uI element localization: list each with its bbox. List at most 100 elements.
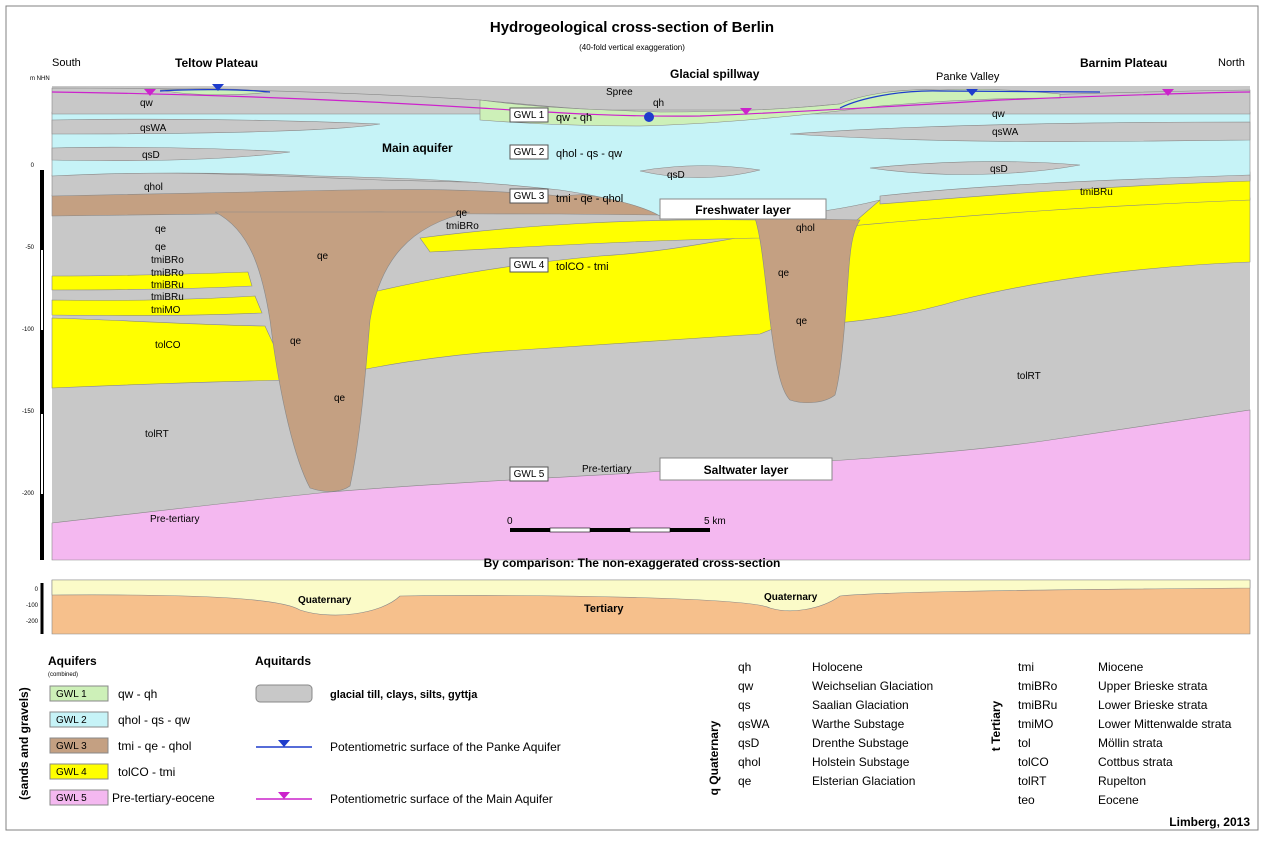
tmibru-layer (51, 271, 253, 291)
direction-south: South (52, 57, 81, 69)
label-qw-right: qw (992, 109, 1006, 120)
figure-title: Hydrogeological cross-section of Berlin (490, 19, 774, 36)
legend-aquitards-title: Aquitards (255, 654, 311, 668)
qe-channel-left (214, 211, 471, 492)
label-qhol-left: qhol (144, 182, 163, 193)
legend-aquifer-1-box: GWL 1 (56, 689, 87, 700)
gwl-1-tag-text: qw - qh (556, 112, 592, 124)
label-tmimo-left: tmiMO (151, 305, 181, 316)
gwl-4-tag-text: tolCO - tmi (556, 261, 609, 273)
legend-aquifer-5-text: Pre-tertiary-eocene (112, 791, 215, 805)
gwl-4-tag-box: GWL 4 (514, 260, 545, 271)
legend-aquifers-sub: (combined) (48, 672, 78, 678)
axis-tick-200: -200 (22, 491, 35, 497)
tertiary-name-8: Eocene (1098, 793, 1139, 807)
comparison-tick-0: 0 (35, 587, 39, 593)
place-teltow-plateau: Teltow Plateau (175, 56, 258, 70)
tertiary-code-1: tmi (1018, 660, 1034, 674)
comparison-tick-200: -200 (26, 619, 39, 625)
legend-tertiary-title: t Tertiary (989, 700, 1003, 751)
quaternary-name-7: Elsterian Glaciation (812, 774, 915, 788)
axis-tick-100: -100 (22, 327, 35, 333)
tmibru-right-lens (879, 174, 1251, 205)
legend-panke-text: Potentiometric surface of the Panke Aqui… (330, 740, 561, 754)
scale-bar: 0 5 km (507, 516, 726, 533)
tertiary-name-1: Miocene (1098, 660, 1144, 674)
quaternary-name-4: Warthe Substage (812, 717, 905, 731)
tertiary-code-8: teo (1018, 793, 1035, 807)
legend-aquifer-5-box: GWL 5 (56, 793, 87, 804)
legend-main-text: Potentiometric surface of the Main Aquif… (330, 792, 553, 806)
tertiary-name-6: Cottbus strata (1098, 755, 1173, 769)
legend-aquitard-text: glacial till, clays, silts, gyttja (330, 689, 478, 701)
quaternary-name-1: Holocene (812, 660, 863, 674)
tertiary-code-4: tmiMO (1018, 717, 1053, 731)
place-glacial-spillway: Glacial spillway (670, 67, 760, 81)
legend-aquifer-3: GWL 3 tmi - qe - qhol (49, 737, 191, 754)
legend-aquifer-2-text: qhol - qs - qw (118, 713, 190, 727)
gwl-5-tag-text: Pre-tertiary (582, 464, 631, 475)
main-aquifer-label: Main aquifer (382, 141, 453, 155)
comparison-tertiary-label: Tertiary (584, 603, 624, 615)
label-qsd-center: qsD (667, 170, 685, 181)
label-pretertiary-left: Pre-tertiary (150, 514, 199, 525)
cross-section: m NHN 0 -50 -100 -150 -200 Freshwater la… (22, 56, 1251, 561)
legend-main-marker (278, 792, 290, 799)
panke-marker-right (966, 89, 978, 96)
legend-aquifer-4: GWL 4 tolCO - tmi (49, 763, 175, 780)
label-qsd-left: qsD (142, 150, 160, 161)
gwl-3-tag: GWL 3 tmi - qe - qhol (509, 188, 623, 205)
credit-text: Limberg, 2013 (1169, 815, 1250, 829)
quaternary-code-3: qs (738, 698, 751, 712)
tertiary-name-7: Rupelton (1098, 774, 1146, 788)
quaternary-code-7: qe (738, 774, 752, 788)
legend-aquifer-1-text: qw - qh (118, 687, 157, 701)
legend-aquifer-3-text: tmi - qe - qhol (118, 739, 191, 753)
tertiary-name-2: Upper Brieske strata (1098, 679, 1208, 693)
comparison-quaternary-label-2: Quaternary (764, 592, 818, 603)
quaternary-code-5: qsD (738, 736, 760, 750)
legend-aquifer-2: GWL 2 qhol - qs - qw (49, 711, 190, 728)
comparison-tick-100: -100 (26, 603, 39, 609)
label-tmibro-center: tmiBRo (446, 221, 479, 232)
gwl-2-tag: GWL 2 qhol - qs - qw (509, 144, 622, 160)
panke-aquifer-surface-line (159, 89, 1101, 109)
label-tmibru-left-2: tmiBRu (151, 292, 184, 303)
qsd-lens-left (51, 146, 291, 162)
gwl-1-tag-box: GWL 1 (514, 110, 545, 121)
label-qe-left-1: qe (155, 224, 167, 235)
legend-side-label: (sands and gravels) (17, 687, 31, 800)
quaternary-code-1: qh (738, 660, 751, 674)
spree-river-icon (644, 112, 654, 122)
label-qe-channel-1: qe (317, 251, 329, 262)
label-qh: qh (653, 98, 664, 109)
legend-aquifer-1: GWL 1 qw - qh (49, 685, 157, 702)
legend-quaternary-title: q Quaternary (707, 720, 721, 795)
label-qw-left: qw (140, 98, 154, 109)
tertiary-code-3: tmiBRu (1018, 698, 1057, 712)
panke-marker-left (212, 84, 224, 91)
legend-tertiary-list: tmi Miocene tmiBRo Upper Brieske strata … (1018, 660, 1232, 807)
quaternary-code-4: qsWA (738, 717, 770, 731)
qswa-lens-right (789, 121, 1251, 142)
depth-axis: m NHN 0 -50 -100 -150 -200 (22, 76, 50, 560)
label-qe-right-channel-1: qe (778, 268, 790, 279)
tolco-layer (51, 317, 291, 389)
comparison-heading: By comparison: The non-exaggerated cross… (484, 556, 781, 570)
qsd-lens-right (869, 161, 1081, 175)
freshwater-label: Freshwater layer (695, 203, 791, 217)
tertiary-code-7: tolRT (1018, 774, 1047, 788)
legend-aquitard-swatch (255, 684, 313, 703)
place-panke-valley: Panke Valley (936, 71, 1000, 83)
direction-north: North (1218, 57, 1245, 69)
gwl-2-tag-text: qhol - qs - qw (556, 148, 622, 160)
label-qe-left-2: qe (155, 242, 167, 253)
main-marker-left (144, 89, 156, 96)
legend: (sands and gravels) Aquifers (combined) … (17, 654, 1250, 829)
gwl-2-tag-box: GWL 2 (514, 147, 545, 158)
quaternary-code-2: qw (738, 679, 754, 693)
quaternary-name-3: Saalian Glaciation (812, 698, 909, 712)
comparison-section: Quaternary Quaternary Tertiary 0 -100 -2… (26, 579, 1251, 635)
